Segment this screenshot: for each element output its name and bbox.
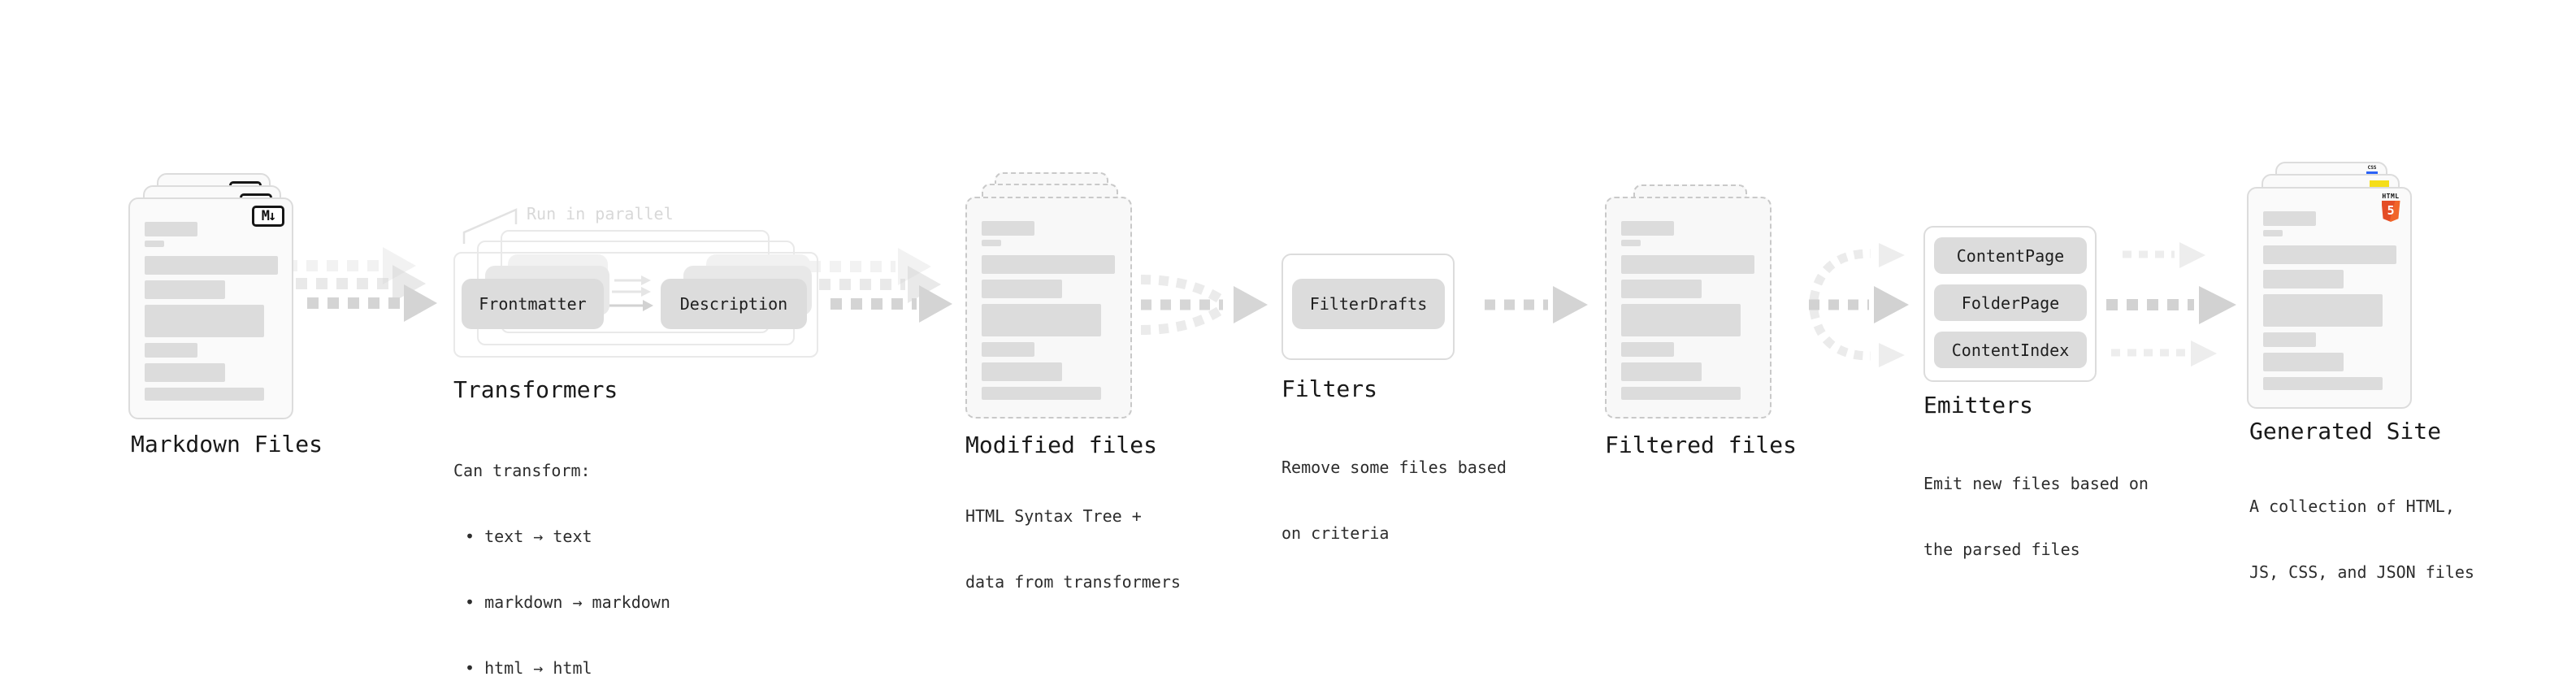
emitter-pill-contentindex: ContentIndex xyxy=(1934,332,2087,368)
description-line: A collection of HTML, xyxy=(2249,497,2455,516)
arrow-filtered-to-emitters xyxy=(1809,243,1909,367)
transformer-pill-frontmatter: Frontmatter xyxy=(462,279,604,329)
document-skeleton-lines xyxy=(1621,221,1754,400)
description-line: data from transformers xyxy=(965,572,1181,592)
document-skeleton-lines xyxy=(2263,211,2396,390)
transformers-label: Transformers xyxy=(453,376,618,403)
modified-file-tab-back xyxy=(995,172,1108,187)
emitters-description: Emit new files based on the parsed files xyxy=(1923,429,2149,605)
filtered-file-card xyxy=(1605,197,1772,419)
description-line: Remove some files based xyxy=(1281,458,1507,477)
transformer-pill-description: Description xyxy=(661,279,807,329)
transformers-capability: • html → html xyxy=(465,658,592,678)
modified-files-label: Modified files xyxy=(965,432,1158,458)
css-icon: CSS xyxy=(2366,166,2378,174)
filtered-file-tab xyxy=(1633,184,1747,198)
document-skeleton-lines xyxy=(145,222,278,401)
modified-files-description: HTML Syntax Tree + data from transformer… xyxy=(965,462,1181,637)
arrow-filters-to-filtered xyxy=(1485,286,1588,323)
generated-site-description: A collection of HTML, JS, CSS, and JSON … xyxy=(2249,452,2474,627)
generated-file-card-html: HTML 5 xyxy=(2247,187,2412,409)
filter-pill-filterdrafts: FilterDrafts xyxy=(1292,279,1445,329)
modified-file-tab-middle xyxy=(982,184,1118,198)
modified-file-card xyxy=(965,197,1132,419)
markdown-file-card-front: M↓ xyxy=(128,197,293,419)
description-line: the parsed files xyxy=(1923,540,2080,559)
markdown-icon: M↓ xyxy=(252,206,284,227)
run-in-parallel-annotation: Run in parallel xyxy=(527,204,674,223)
description-line: HTML Syntax Tree + xyxy=(965,506,1142,526)
arrow-emitters-to-generated xyxy=(2106,242,2236,367)
js-icon xyxy=(2370,180,2389,189)
filters-label: Filters xyxy=(1281,375,1378,402)
transformers-capability: • markdown → markdown xyxy=(465,592,670,612)
transformers-note-title: Can transform: xyxy=(453,461,591,480)
html5-icon: HTML 5 xyxy=(2380,193,2401,222)
arrow-modified-to-filters xyxy=(1140,275,1268,335)
markdown-files-label: Markdown Files xyxy=(131,431,323,458)
description-line: Emit new files based on xyxy=(1923,474,2149,493)
emitter-pill-contentpage: ContentPage xyxy=(1934,237,2087,274)
arrow-transformers-to-modified xyxy=(809,248,952,323)
filters-description: Remove some files based on criteria xyxy=(1281,413,1507,588)
transformers-note: Can transform: • text → text • markdown … xyxy=(453,416,670,681)
filtered-files-label: Filtered files xyxy=(1605,432,1798,458)
transformers-frame-front xyxy=(453,252,818,358)
description-line: JS, CSS, and JSON files xyxy=(2249,562,2474,582)
emitter-pill-folderpage: FolderPage xyxy=(1934,284,2087,321)
generated-site-label: Generated Site xyxy=(2249,418,2442,445)
description-line: on criteria xyxy=(1281,523,1390,543)
emitters-label: Emitters xyxy=(1923,392,2033,419)
transformers-capability: • text → text xyxy=(465,527,592,546)
arrow-markdown-to-transformers xyxy=(286,247,437,322)
document-skeleton-lines xyxy=(982,221,1115,400)
